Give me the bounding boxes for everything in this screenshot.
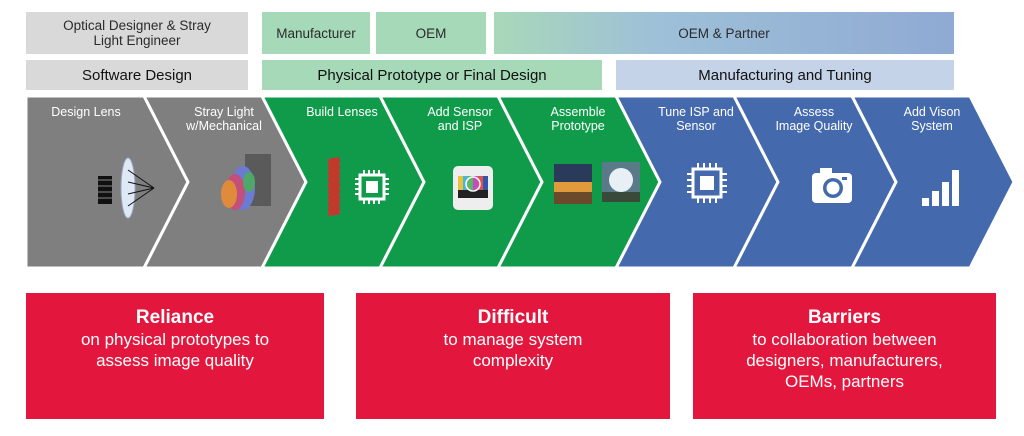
phase-physical-prototype: Physical Prototype or Final Design bbox=[262, 60, 602, 90]
step-label: Sensor bbox=[676, 119, 716, 133]
step-label: System bbox=[911, 119, 953, 133]
step-label: Add Vison bbox=[904, 105, 961, 119]
lens-rays-icon bbox=[98, 157, 155, 219]
camera-icon bbox=[812, 168, 852, 203]
stray-light-model-icon bbox=[221, 154, 271, 210]
step-label: Assemble bbox=[551, 105, 606, 119]
callout-reliance-title: Reliance bbox=[135, 307, 215, 328]
callout-reliance-line1: on physical prototypes to bbox=[80, 330, 270, 349]
callout-difficult-line1: to manage system bbox=[443, 330, 583, 349]
step-label: Add Sensor bbox=[427, 105, 492, 119]
callout-barriers-line2: designers, manufacturers, bbox=[746, 351, 943, 370]
callout-barriers-line1: to collaboration between bbox=[752, 330, 937, 349]
phase-manufacturing-tuning: Manufacturing and Tuning bbox=[616, 60, 954, 90]
lens-chip-icon bbox=[327, 155, 389, 218]
role-oem-partner: OEM & Partner bbox=[494, 12, 954, 54]
callout-difficult-line2: complexity bbox=[472, 351, 554, 370]
callout-difficult: Difficult to manage system complexity bbox=[356, 293, 670, 419]
phase-software-design: Software Design bbox=[26, 60, 248, 90]
role-optical-line2: Light Engineer bbox=[93, 33, 181, 48]
step-label: Stray Light bbox=[194, 105, 254, 119]
test-chart-icon bbox=[453, 166, 493, 210]
photo-samples-icon bbox=[554, 162, 640, 204]
chip-icon bbox=[687, 163, 727, 203]
role-oem: OEM bbox=[376, 12, 486, 54]
callout-reliance: Reliance on physical prototypes to asses… bbox=[26, 293, 324, 419]
step-label: Build Lenses bbox=[306, 105, 378, 119]
callout-difficult-title: Difficult bbox=[477, 307, 549, 328]
step-label: Prototype bbox=[551, 119, 605, 133]
step-label: Image Quality bbox=[775, 119, 853, 133]
callout-barriers-line3: OEMs, partners bbox=[784, 372, 905, 391]
step-label: w/Mechanical bbox=[185, 119, 262, 133]
callout-barriers-title: Barriers bbox=[808, 307, 881, 328]
role-manufacturer: Manufacturer bbox=[262, 12, 370, 54]
callout-reliance-line2: assess image quality bbox=[96, 351, 254, 370]
callout-barriers: Barriers to collaboration between design… bbox=[693, 293, 996, 419]
role-optical-designer: Optical Designer & Stray Light Engineer bbox=[26, 12, 248, 54]
step-label: Tune ISP and bbox=[658, 105, 734, 119]
role-optical-line1: Optical Designer & Stray bbox=[63, 18, 211, 33]
step-label: Assess bbox=[794, 105, 834, 119]
step-label: Design Lens bbox=[51, 105, 121, 119]
chevron-shape bbox=[849, 94, 1016, 270]
signal-bars-icon bbox=[922, 170, 959, 206]
step-label: and ISP bbox=[438, 119, 482, 133]
